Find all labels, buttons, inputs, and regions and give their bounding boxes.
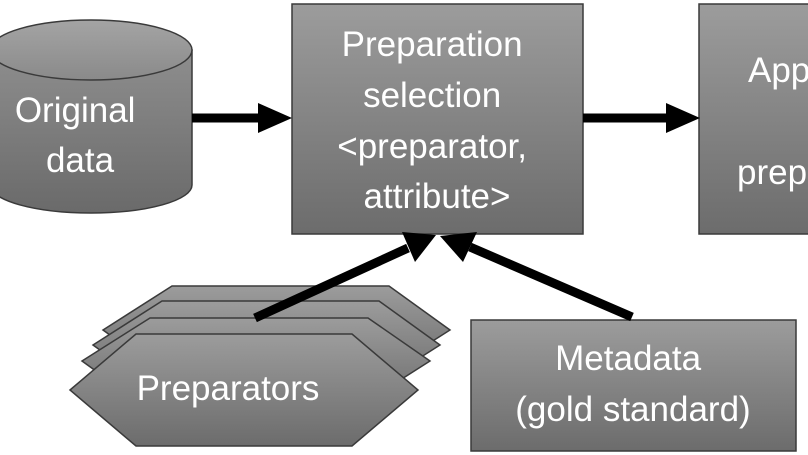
original-data-line-2: data (46, 141, 115, 180)
preparation-selection-label: Preparation selection <preparator, attri… (337, 25, 536, 216)
metadata-node: Metadata (gold standard) (470, 319, 797, 452)
preparation-selection-line-1: Preparation (342, 25, 523, 64)
original-data-line-1: Original (15, 91, 136, 130)
metadata-label: Metadata (gold standard) (515, 339, 750, 429)
metadata-line-1: Metadata (555, 339, 701, 378)
cylinder-body (0, 49, 193, 214)
arrow-original-to-selection (192, 103, 292, 133)
metadata-box (470, 319, 797, 452)
apply-preparators-node: App prep (698, 3, 808, 235)
preparation-selection-line-2: selection (363, 76, 501, 115)
preparation-selection-node: Preparation selection <preparator, attri… (291, 3, 584, 235)
arrow-metadata-to-selection (440, 232, 634, 322)
cylinder-top (0, 19, 193, 81)
preparators-label: Preparators (137, 369, 320, 408)
arrow-selection-to-apply (583, 103, 700, 133)
apply-preparators-label: App prep (737, 51, 808, 192)
metadata-line-2: (gold standard) (515, 390, 750, 429)
preparator-layer-1 (68, 333, 420, 447)
arrow-preparators-to-selection (253, 232, 436, 323)
original-data-label: Original data (15, 91, 145, 180)
preparation-selection-line-3: <preparator, (337, 127, 527, 166)
preparators-node: Preparators (68, 285, 452, 447)
apply-preparators-line-1: App (748, 51, 808, 90)
original-data-node: Original data (0, 19, 193, 214)
apply-preparators-box (698, 3, 808, 235)
apply-preparators-line-3: prep (737, 153, 807, 192)
preparation-selection-line-4: attribute> (364, 177, 511, 216)
preparation-selection-box (291, 3, 584, 235)
